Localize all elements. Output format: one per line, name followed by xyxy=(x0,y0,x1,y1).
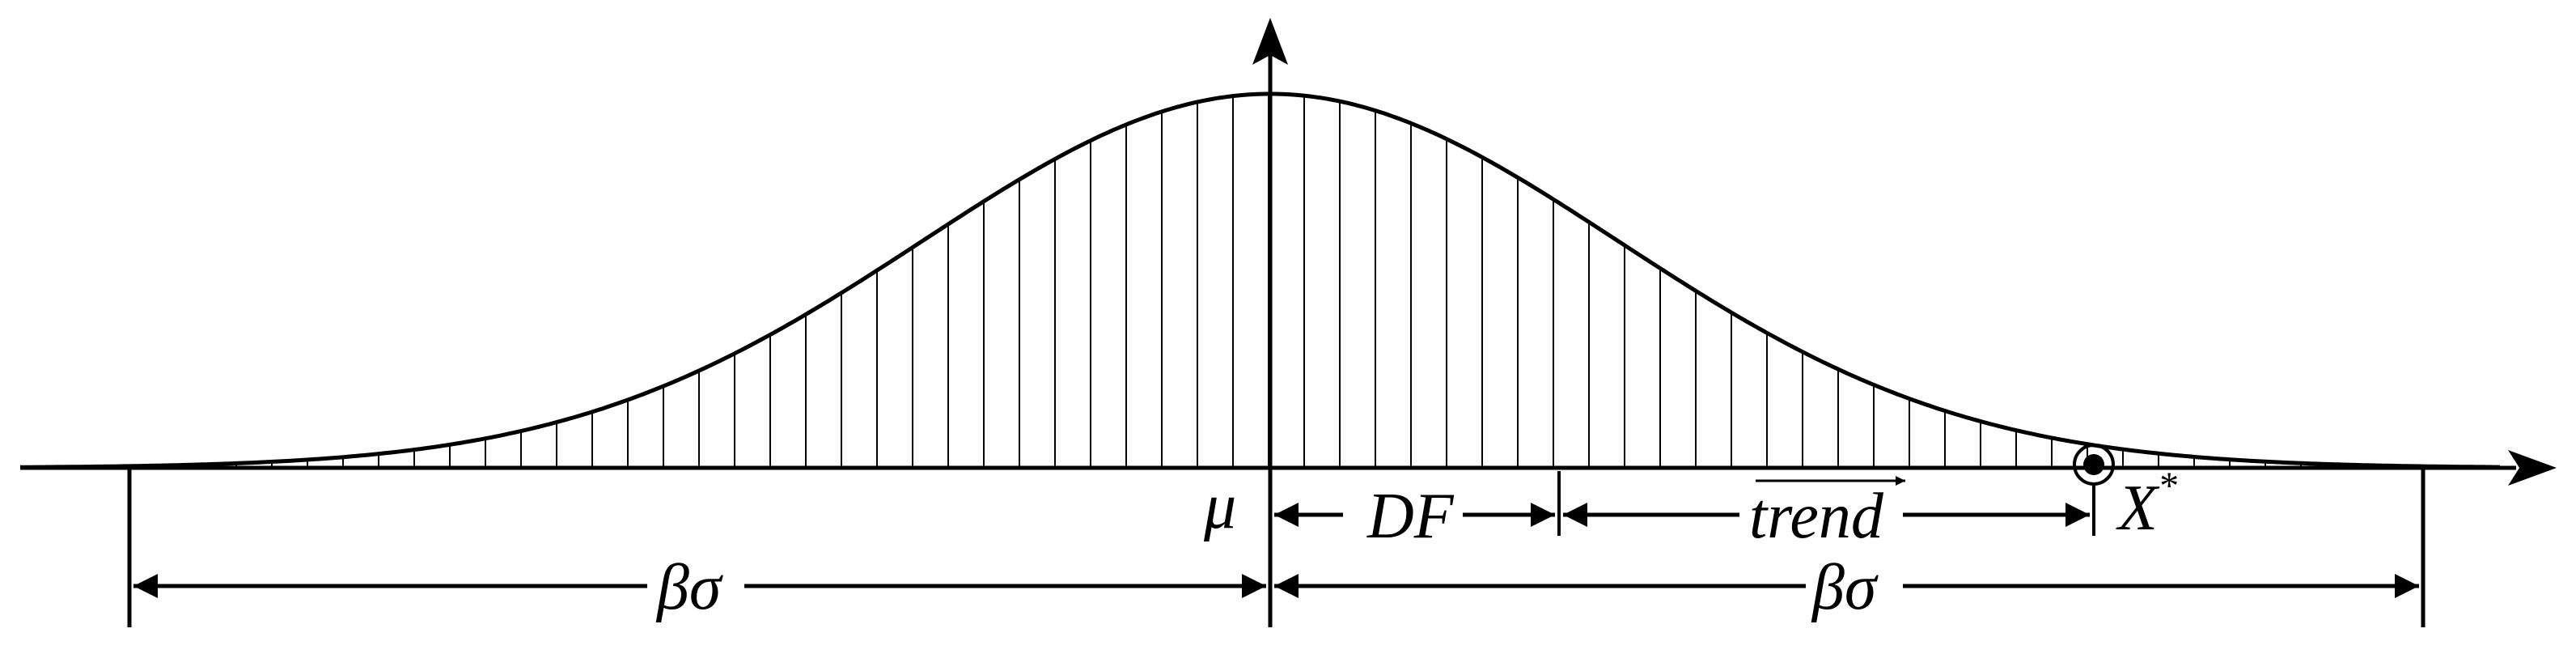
mean-axis-arrowhead xyxy=(1252,18,1288,65)
left-beta-sigma-label: βσ xyxy=(655,552,723,623)
x-star-point-ring xyxy=(2073,444,2115,486)
x-axis-arrowhead xyxy=(2508,450,2557,486)
df-label: DF xyxy=(1366,481,1455,552)
x-star-superscript: * xyxy=(2158,465,2177,507)
x-star-label: X* xyxy=(2116,465,2177,544)
trend-label: trend xyxy=(1749,481,1884,552)
x-star-point-dot xyxy=(2083,454,2104,475)
mu-label: μ xyxy=(1203,471,1236,542)
x-star-base: X xyxy=(2116,473,2160,544)
right-beta-sigma-label: βσ xyxy=(1811,552,1879,623)
area-hatching xyxy=(200,94,2373,468)
bell-curve xyxy=(19,91,2500,469)
